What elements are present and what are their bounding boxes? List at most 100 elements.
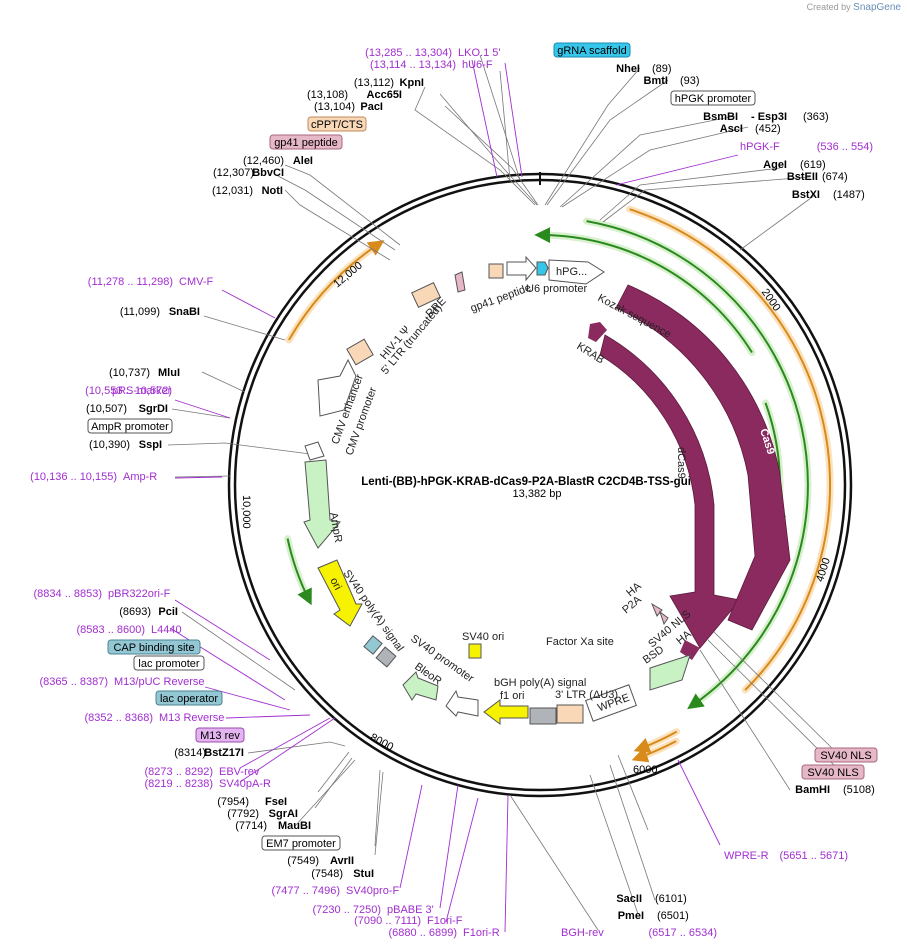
inner-label-dcas9: dCas9 — [675, 447, 687, 479]
site-name-sspi: SspI — [139, 439, 162, 451]
f1-ori-arrow — [483, 699, 529, 725]
inner-label-factorxa: Factor Xa site — [546, 636, 614, 648]
leader-lines — [167, 54, 843, 931]
primer-pos-m13pucreverse: (8365 .. 8387) — [40, 676, 109, 688]
inner-label-u6: U6 promoter — [526, 283, 587, 295]
feature-label-amprpromoter-4: AmpR promoter — [91, 421, 169, 433]
feature-label-sv40nls-10: SV40 NLS — [820, 750, 871, 762]
primer-pos-pbr322orif: (8834 .. 8853) — [34, 588, 103, 600]
site-name-alei: AleI — [293, 155, 313, 167]
primer-pos-cmvf: (11,278 .. 11,298) — [88, 276, 173, 288]
primer-pos-l4440: (8583 .. 8600) — [77, 624, 146, 636]
primer-name-f1orif: F1ori-F — [427, 915, 463, 927]
site-name-avrii: AvrII — [330, 855, 354, 867]
site-pos-bmti: (93) — [680, 75, 700, 87]
site-name-agei: AgeI — [763, 159, 787, 171]
feature-label-cpptcts-2: cPPT/CTS — [311, 119, 363, 131]
primer-name-bghrev: BGH-rev — [561, 927, 604, 939]
outer-labels: NheI(89)BmtI(93)BsmBI(363)- Esp3IAscI(45… — [30, 42, 878, 939]
feature-box-gp41peptide-3 — [269, 134, 343, 150]
primer-name-sv40par: SV40pA-R — [219, 778, 271, 790]
cppt-box — [488, 263, 504, 279]
inner-label-bsd: BSD — [641, 644, 666, 667]
feature-box-hpgkpromoter-1 — [670, 90, 756, 106]
rre-box — [411, 282, 441, 308]
site-name-noti: NotI — [262, 185, 283, 197]
site-pos-asci: (452) — [755, 123, 781, 135]
ha-arrow-1 — [650, 602, 663, 617]
site-name-bstz17i: BstZ17I — [204, 747, 244, 759]
site-name-acc65i: Acc65I — [367, 89, 402, 101]
primer-pos-sv40par: (8219 .. 8238) — [145, 778, 214, 790]
site-pos-maubi: (7714) — [235, 820, 267, 832]
site-pos-snabi: (11,099) — [120, 306, 160, 318]
plasmid-name: Lenti-(BB)-hPGK-KRAB-dCas9-P2A-BlastR C2… — [361, 476, 711, 488]
site-name-paci: PacI — [360, 101, 383, 113]
primer-leader-lines — [169, 59, 739, 933]
site-name-mlui: MluI — [158, 367, 180, 379]
site-pos-nhei: (89) — [652, 63, 672, 75]
site-name-pmei: PmeI — [618, 910, 644, 922]
u6-arrow — [506, 255, 537, 282]
primer-name-ampr: Amp-R — [123, 471, 157, 483]
site-pos-pmei: (6501) — [657, 910, 689, 922]
site-name-snabi: SnaBI — [169, 306, 200, 318]
sv40-nls-inner — [680, 640, 700, 660]
site-name-bamhi: BamHI — [795, 784, 830, 796]
sv40-promoter-arrow — [445, 689, 479, 717]
site-pos-paci: (13,104) — [314, 101, 355, 113]
site-pos-bstz17i: (8314) — [174, 747, 206, 759]
site-name-bsmbi: BsmBI — [703, 111, 738, 123]
cas9-orange-arc — [629, 208, 832, 691]
site-name-bsteii: BstEII — [787, 171, 818, 183]
primer-pos-f1orif: (7090 .. 7111) — [354, 915, 421, 927]
site-extra-esp3i: - Esp3I — [751, 111, 787, 123]
feature-box-lacoperator-7 — [155, 690, 223, 706]
cas9-outer-arrow — [615, 284, 791, 631]
sv40-ori-box — [468, 643, 482, 659]
hpgk-green-arc-outer — [534, 227, 753, 354]
feature-label-hpgkpromoter-1: hPGK promoter — [675, 93, 752, 105]
feature-box-lacpromoter-6 — [133, 655, 205, 671]
primer-name-cmvf: CMV-F — [179, 276, 214, 288]
site-pos-sgrdi: (10,507) — [86, 403, 127, 415]
primer-pos-pbabe3: (7230 .. 7250) — [313, 904, 382, 916]
sv40-polya-box — [375, 646, 397, 668]
site-pos-alei: (12,460) — [243, 155, 284, 167]
ampr-green-arc — [286, 538, 312, 606]
site-name-asci: AscI — [720, 123, 743, 135]
site-name-sgrai: SgrAI — [269, 808, 298, 820]
inner-label-hpgk: hPG... — [556, 266, 587, 278]
site-name-bstxi: BstXI — [792, 189, 820, 201]
site-name-sacii: SacII — [616, 893, 642, 905]
primer-pos-f1orir: (6880 .. 6899) — [389, 927, 458, 939]
feature-box-sv40nls-10 — [814, 747, 878, 763]
feature-label-capbindingsite-5: CAP binding site — [113, 642, 194, 654]
primer-name-pbr322orif: pBR322ori-F — [108, 588, 171, 600]
primer-name-hpgkf: hPGK-F — [740, 141, 780, 153]
site-name-bbvci: BbvCI — [252, 167, 284, 179]
feature-label-gp41peptide-3: gp41 peptide — [274, 137, 338, 149]
primer-name-pbabe3: pBABE 3' — [387, 904, 434, 916]
krab-arrow — [588, 322, 607, 342]
ampr-arrow — [303, 459, 341, 549]
tick-6000: 6000 — [633, 764, 657, 776]
site-pos-pcii: (8693) — [119, 606, 151, 618]
primer-pos-sv40prof: (7477 .. 7496) — [272, 885, 341, 897]
primer-name-m13pucreverse: M13/pUC Reverse — [114, 676, 204, 688]
gp41-arrow — [454, 271, 466, 293]
credit-prefix: Created by — [806, 2, 851, 12]
hpgk-arrow — [548, 259, 605, 285]
plasmid-size: 13,382 bp — [513, 488, 562, 500]
primer-pos-lko15: (13,285 .. 13,304) — [365, 47, 452, 59]
site-pos-stui: (7548) — [311, 868, 343, 880]
primer-pos-hu6f: (13,114 .. 13,134) — [370, 59, 456, 71]
feature-box-m13rev-8 — [195, 727, 245, 743]
tick-10000: 10,000 — [240, 495, 252, 529]
site-pos-acc65i: (13,108) — [307, 89, 348, 101]
orange-arc-bottom-2 — [633, 730, 678, 753]
site-name-fsei: FseI — [265, 796, 287, 808]
bleor-arrow — [402, 671, 439, 701]
primer-pos-prsmarker: (10,553 .. 10,572) — [85, 385, 172, 397]
feature-arcs — [284, 205, 834, 763]
